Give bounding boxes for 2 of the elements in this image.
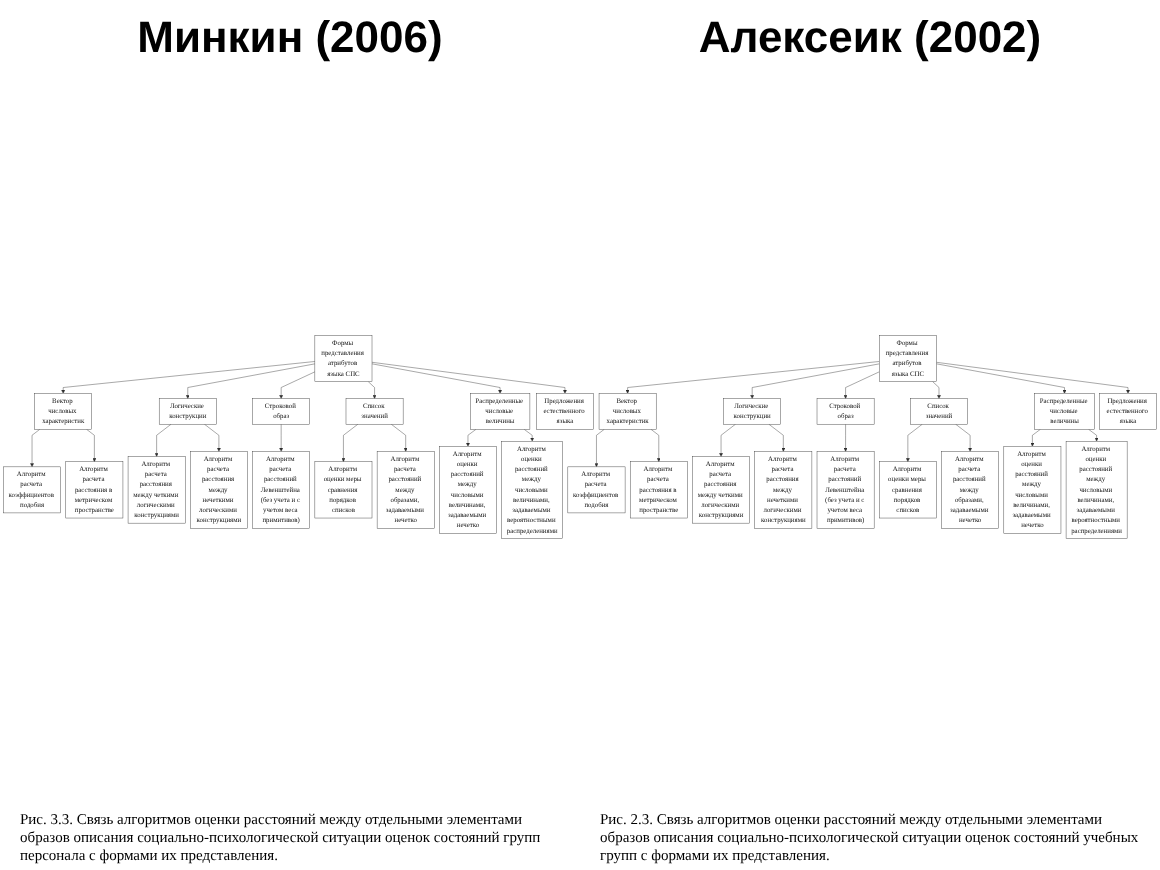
author-heading: Минкин (2006) [137,10,443,66]
author-heading: Алексеик (2002) [698,10,1042,66]
